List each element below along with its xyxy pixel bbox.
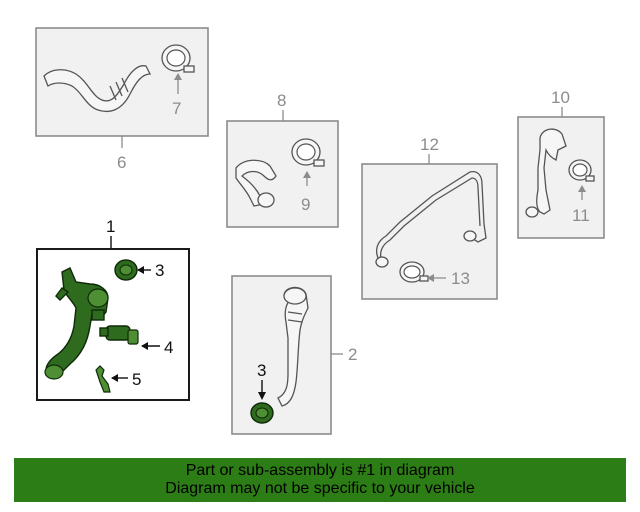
arrow-5	[111, 374, 118, 382]
arrow-4	[141, 342, 148, 350]
group-tube-12[interactable]: 12 13	[361, 135, 498, 300]
clamp-7-part[interactable]	[161, 44, 195, 73]
arrow-13	[427, 274, 434, 282]
callout-12: 12	[420, 135, 439, 154]
arrow-9	[303, 171, 311, 178]
arrow-3-main	[137, 266, 144, 274]
callout-10: 10	[551, 88, 570, 107]
hose-8-part[interactable]	[235, 159, 277, 207]
hose-2-end	[283, 287, 307, 305]
group-hose-10[interactable]: 10 11	[517, 88, 605, 239]
callout-11: 11	[572, 206, 590, 225]
hose-1-end-upper	[87, 288, 109, 308]
callout-9: 9	[301, 195, 310, 214]
hose-6-ribs	[109, 77, 129, 101]
group-hose-8[interactable]: 8 9	[226, 91, 339, 228]
hose-10-part[interactable]	[536, 128, 567, 215]
callout-1: 1	[106, 217, 115, 236]
hose-6-part[interactable]	[43, 65, 152, 113]
callout-6: 6	[117, 153, 126, 172]
callout-5: 5	[132, 370, 141, 389]
callout-4: 4	[164, 338, 173, 357]
clip-5-part[interactable]	[95, 365, 111, 393]
clamp-9-part[interactable]	[291, 138, 325, 167]
hose-1-bracket	[55, 287, 70, 301]
box-hose-2	[231, 275, 332, 435]
seal-3-side-part[interactable]	[250, 402, 274, 424]
tube-12-end-b	[463, 230, 477, 242]
clamp-11-part[interactable]	[568, 159, 595, 182]
group-hose-6[interactable]: 7 6	[35, 27, 209, 172]
hose-8-end	[257, 192, 275, 208]
clamp-13-part[interactable]	[399, 261, 429, 283]
arrow-11	[578, 185, 586, 192]
group-hose-2[interactable]: 3 2	[231, 275, 357, 435]
group-main-1[interactable]: 1 3 4 5	[36, 217, 190, 401]
hose-2-part[interactable]	[277, 286, 309, 407]
valve-4-part[interactable]	[99, 325, 139, 345]
banner-line-2: Diagram may not be specific to your vehi…	[165, 480, 475, 497]
seal-3-main-part[interactable]	[114, 259, 138, 281]
notice-banner: Part or sub-assembly is #1 in diagram Di…	[14, 458, 626, 502]
hose-1-port	[91, 309, 105, 321]
callout-8: 8	[277, 91, 286, 110]
arrow-7	[174, 73, 182, 80]
hose-10-end	[525, 206, 539, 218]
banner-line-1: Part or sub-assembly is #1 in diagram	[185, 462, 455, 479]
tube-12-end-a	[375, 256, 389, 268]
box-tube-12	[361, 163, 498, 300]
callout-13: 13	[451, 269, 470, 288]
hose-1-end-lower	[44, 364, 64, 380]
callout-3-main: 3	[155, 261, 164, 280]
callout-7: 7	[172, 99, 181, 118]
callout-2: 2	[348, 345, 357, 364]
arrow-3-side	[258, 392, 266, 400]
callout-3-side: 3	[257, 361, 266, 380]
